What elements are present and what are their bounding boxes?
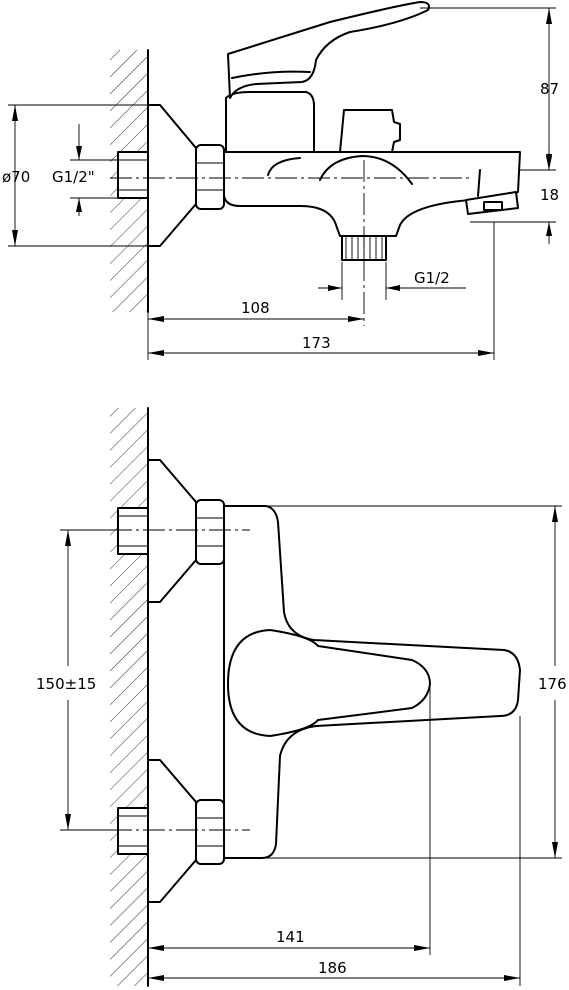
dim-186: 186 [148, 716, 521, 986]
dim-18-label: 18 [540, 186, 559, 204]
dim-141-label: 141 [276, 928, 305, 946]
dim-186-label: 186 [318, 959, 347, 977]
side-view: 87 18 ø70 G1/2" [2, 1, 559, 360]
escutcheon [147, 104, 197, 247]
dim-diameter-label: ø70 [2, 168, 30, 186]
dim-outlet-thread: G1/2 [318, 262, 466, 300]
dim-outlet-thread-label: G1/2 [414, 269, 450, 287]
diverter-knob [339, 109, 401, 153]
dim-150-label: 150±15 [36, 675, 96, 693]
dim-inlet-thread-label: G1/2" [52, 168, 95, 186]
lever-handle-side [227, 1, 430, 99]
wall-hatch-bottom [110, 407, 149, 987]
lower-connection [117, 759, 225, 903]
cartridge-housing [225, 91, 315, 153]
mixer-body-spout [223, 151, 521, 237]
dim-inlet-thread: G1/2" [52, 124, 118, 216]
upper-connection [117, 459, 225, 603]
dim-173: 173 [147, 222, 495, 360]
inlet-pipe [117, 151, 149, 199]
dim-173-label: 173 [302, 334, 331, 352]
dim-141: 141 [148, 928, 430, 951]
aerator [465, 191, 519, 215]
dim-176: 176 [262, 505, 567, 859]
dim-diameter: ø70 [2, 104, 148, 247]
dim-18: 18 [470, 150, 559, 244]
dim-87-label: 87 [540, 80, 559, 98]
hex-nut [195, 144, 225, 210]
front-view: 150±15 176 141 186 [36, 407, 567, 987]
dim-176-label: 176 [538, 675, 567, 693]
dim-87: 87 [420, 7, 559, 171]
dim-108: 108 [147, 299, 364, 326]
dim-108-label: 108 [241, 299, 270, 317]
dim-150: 150±15 [36, 529, 118, 831]
